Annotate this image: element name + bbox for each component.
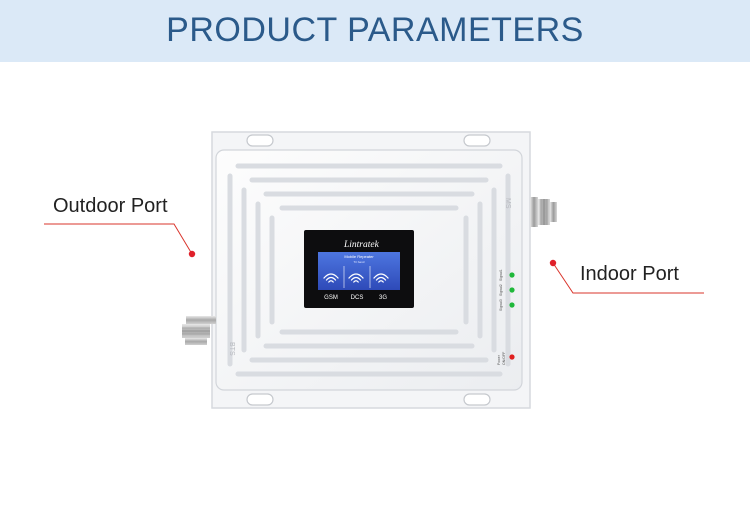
mounting-slots	[246, 134, 491, 406]
indoor-port-label: Indoor Port	[580, 263, 679, 285]
outdoor-port-marker	[188, 250, 196, 258]
band-label-gsm: GSM	[324, 295, 338, 301]
outdoor-port-callout	[44, 223, 193, 255]
indoor-port-marker	[549, 259, 557, 267]
svg-text:Signal2: Signal2	[499, 284, 503, 296]
brand-logo: Lintratek	[343, 240, 380, 250]
led-labels: Signal1 Signal2 Signal3 Power ON/OFF	[497, 269, 506, 365]
svg-text:Signal1: Signal1	[499, 269, 503, 281]
display-subtitle: Tri band	[354, 260, 365, 264]
svg-text:ON/OFF: ON/OFF	[502, 352, 506, 365]
band-label-3g: 3G	[379, 295, 387, 301]
side-label-ms: MS	[504, 198, 511, 209]
svg-text:Power: Power	[497, 354, 501, 365]
svg-text:Signal3: Signal3	[499, 299, 503, 311]
indoor-port-callout	[552, 262, 704, 294]
signal-bars-icon	[323, 273, 389, 283]
indoor-port-connector	[530, 197, 557, 227]
band-label-dcs: DCS	[351, 295, 364, 301]
led-indicators	[509, 272, 515, 360]
band-dividers	[343, 266, 371, 288]
side-label-bts: BTS	[228, 342, 235, 356]
outdoor-port-connector	[182, 316, 216, 345]
header-banner	[0, 0, 750, 62]
cooling-ribs	[227, 163, 511, 377]
page-title: PRODUCT PARAMETERS	[166, 11, 584, 49]
outdoor-port-label: Outdoor Port	[53, 195, 168, 217]
lcd-screen	[318, 252, 400, 290]
display-title: Mobile Repeater	[344, 254, 374, 259]
